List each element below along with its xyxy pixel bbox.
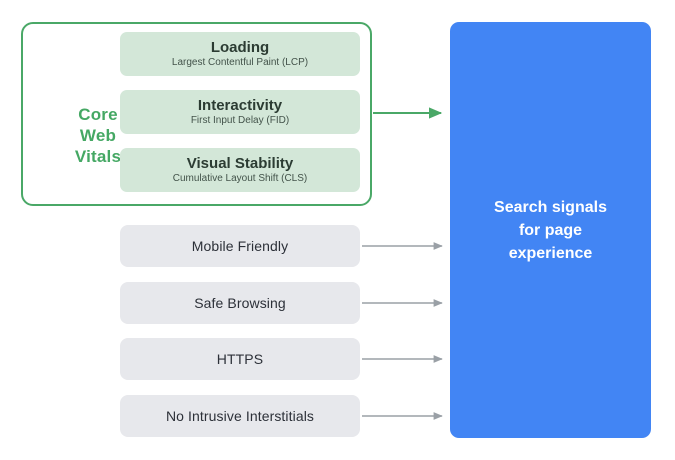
- core-web-vitals-group-label: Core Web Vitals: [55, 104, 141, 167]
- signal-pill-https: HTTPS: [120, 338, 360, 380]
- vital-card-title: Loading: [210, 39, 270, 56]
- core-web-vitals-label-line-1: Core: [78, 105, 118, 124]
- search-signals-line-2: for page: [518, 221, 583, 239]
- vital-card-interactivity: Interactivity First Input Delay (FID): [120, 90, 360, 134]
- vital-card-title: Interactivity: [197, 97, 283, 114]
- signal-pill-mobile-friendly: Mobile Friendly: [120, 225, 360, 267]
- signal-pill-safe-browsing: Safe Browsing: [120, 282, 360, 324]
- core-web-vitals-label-line-2: Web: [79, 126, 117, 145]
- vital-card-title: Visual Stability: [186, 155, 294, 172]
- vital-card-loading: Loading Largest Contentful Paint (LCP): [120, 32, 360, 76]
- vital-card-subtitle: Largest Contentful Paint (LCP): [171, 57, 309, 68]
- search-signals-line-1: Search signals: [494, 198, 607, 216]
- search-signals-panel: Search signals for page experience: [450, 22, 651, 438]
- vital-card-subtitle: Cumulative Layout Shift (CLS): [172, 173, 308, 184]
- vital-card-subtitle: First Input Delay (FID): [190, 115, 290, 126]
- signal-pill-no-intrusive-interstitials: No Intrusive Interstitials: [120, 395, 360, 437]
- search-signals-line-3: experience: [508, 244, 593, 262]
- vital-card-visual-stability: Visual Stability Cumulative Layout Shift…: [120, 148, 360, 192]
- core-web-vitals-label-line-3: Vitals: [74, 147, 122, 166]
- search-signals-panel-text: Search signals for page experience: [476, 196, 626, 265]
